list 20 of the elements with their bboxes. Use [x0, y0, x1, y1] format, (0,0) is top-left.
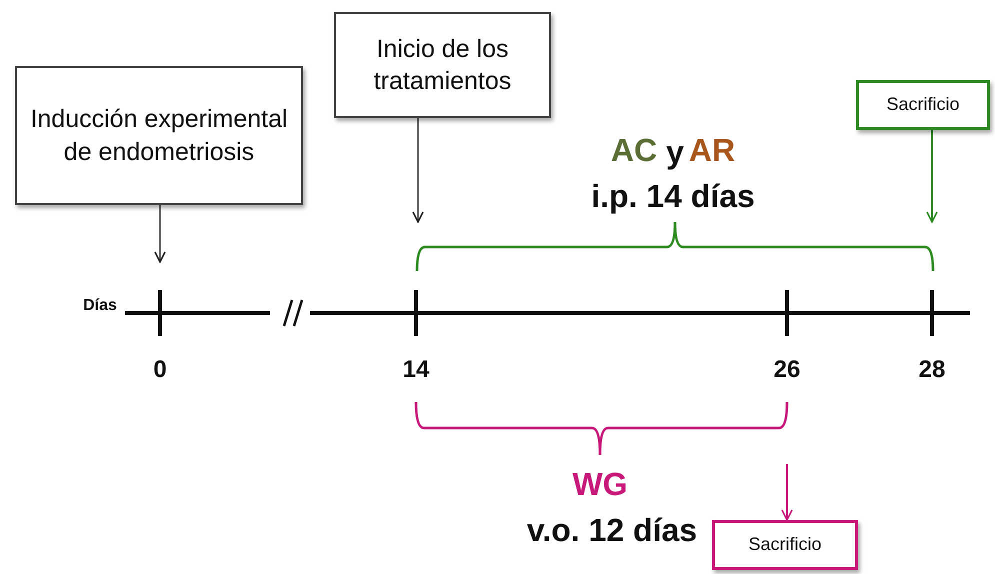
text-box: Sacrificio — [712, 520, 858, 570]
arrow — [926, 130, 938, 223]
timeline-label: 28 — [918, 358, 946, 382]
timeline-label: y — [666, 136, 684, 168]
timeline-label: WG — [572, 468, 628, 500]
timeline-label: 14 — [402, 358, 430, 382]
text-box: Sacrificio — [856, 80, 990, 130]
arrow — [154, 205, 166, 263]
timeline-label: 26 — [774, 358, 800, 382]
timeline-label: AC — [610, 134, 658, 166]
arrow — [781, 464, 793, 521]
arrow — [412, 118, 424, 223]
timeline-label: 0 — [153, 358, 167, 382]
timeline-label: AR — [688, 134, 736, 166]
timeline-label: v.o. 12 días — [526, 514, 698, 546]
text-box: Inicio de los tratamientos — [334, 12, 551, 118]
timeline-label: i.p. 14 días — [591, 180, 755, 212]
bracket — [416, 222, 934, 271]
text-box: Inducción experimental de endometriosis — [15, 66, 303, 205]
timeline-label: Días — [83, 298, 117, 314]
